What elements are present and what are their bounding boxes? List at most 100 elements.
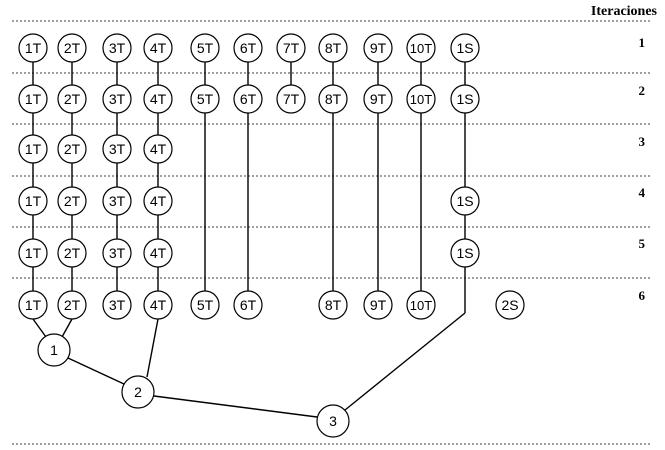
node-circle-r1-7t bbox=[276, 33, 306, 63]
node-label-r2-1s: 1S bbox=[456, 91, 473, 107]
merge-node-circle-1 bbox=[37, 333, 71, 367]
node-circle-r6-4t bbox=[143, 290, 173, 320]
node-label-r2-5t: 5T bbox=[197, 91, 214, 107]
node-circle-r4-4t bbox=[143, 186, 173, 216]
node-label-r1-8t: 8T bbox=[325, 40, 342, 56]
merge-node-label-2: 2 bbox=[134, 384, 142, 400]
node-circle-r2-6t bbox=[233, 84, 263, 114]
node-circle-r6-10t bbox=[406, 290, 436, 320]
node-label-r3-3t: 3T bbox=[109, 141, 126, 157]
node-label-r2-10t: 10T bbox=[410, 92, 432, 107]
node-label-r1-2t: 2T bbox=[64, 40, 81, 56]
node-circle-r6-2s bbox=[495, 290, 525, 320]
header-iteraciones: Iteraciones bbox=[590, 4, 657, 19]
node-circle-r6-9t bbox=[363, 290, 393, 320]
node-circle-r6-6t bbox=[233, 290, 263, 320]
node-circle-r1-8t bbox=[318, 33, 348, 63]
node-label-r5-1t: 1T bbox=[25, 245, 42, 261]
node-label-r1-7t: 7T bbox=[283, 40, 300, 56]
node-circle-r5-1s bbox=[450, 238, 480, 268]
node-label-r4-2t: 2T bbox=[64, 193, 81, 209]
row-label-6: 6 bbox=[638, 288, 646, 303]
edge-1s-to-merge-3 bbox=[344, 312, 466, 411]
node-label-r6-1t: 1T bbox=[25, 297, 42, 313]
merge-node-label-1: 1 bbox=[50, 342, 58, 358]
node-circle-r1-9t bbox=[363, 33, 393, 63]
node-label-r5-2t: 2T bbox=[64, 245, 81, 261]
node-label-r6-2s: 2S bbox=[501, 297, 518, 313]
node-label-r1-4t: 4T bbox=[150, 40, 167, 56]
row-label-2: 2 bbox=[638, 83, 646, 98]
node-circle-r2-1t bbox=[18, 84, 48, 114]
node-label-r4-3t: 3T bbox=[109, 193, 126, 209]
node-label-r1-9t: 9T bbox=[370, 40, 387, 56]
node-label-r4-1t: 1T bbox=[25, 193, 42, 209]
node-label-r1-6t: 6T bbox=[240, 40, 257, 56]
node-circle-r2-5t bbox=[190, 84, 220, 114]
node-label-r6-9t: 9T bbox=[370, 297, 387, 313]
node-circle-r6-8t bbox=[318, 290, 348, 320]
node-circle-r4-1t bbox=[18, 186, 48, 216]
node-circle-r5-3t bbox=[102, 238, 132, 268]
node-circle-r1-2t bbox=[57, 33, 87, 63]
node-label-r2-9t: 9T bbox=[370, 91, 387, 107]
node-label-r1-1s: 1S bbox=[456, 40, 473, 56]
node-circle-r6-5t bbox=[190, 290, 220, 320]
node-label-r3-2t: 2T bbox=[64, 141, 81, 157]
node-label-r6-10t: 10T bbox=[410, 298, 432, 313]
node-circle-r4-1s bbox=[450, 186, 480, 216]
node-circle-r2-10t bbox=[406, 84, 436, 114]
node-circle-r3-4t bbox=[143, 134, 173, 164]
node-label-r1-10t: 10T bbox=[410, 41, 432, 56]
node-circle-r4-3t bbox=[102, 186, 132, 216]
node-circle-r3-1t bbox=[18, 134, 48, 164]
node-label-r3-4t: 4T bbox=[150, 141, 167, 157]
node-label-r4-1s: 1S bbox=[456, 193, 473, 209]
node-circle-r5-1t bbox=[18, 238, 48, 268]
node-label-r1-5t: 5T bbox=[197, 40, 214, 56]
node-label-r6-8t: 8T bbox=[325, 297, 342, 313]
node-label-r4-4t: 4T bbox=[150, 193, 167, 209]
node-circle-r1-4t bbox=[143, 33, 173, 63]
node-label-r6-6t: 6T bbox=[240, 297, 257, 313]
node-circle-r1-6t bbox=[233, 33, 263, 63]
row-label-3: 3 bbox=[638, 134, 646, 149]
node-circle-r4-2t bbox=[57, 186, 87, 216]
merge-node-label-3: 3 bbox=[329, 413, 337, 429]
node-label-r2-4t: 4T bbox=[150, 91, 167, 107]
edge-merge-2-to-merge-3 bbox=[153, 395, 318, 418]
node-label-r6-4t: 4T bbox=[150, 297, 167, 313]
node-circle-r5-2t bbox=[57, 238, 87, 268]
node-circle-r3-3t bbox=[102, 134, 132, 164]
edge-4t-to-merge-2 bbox=[146, 318, 159, 378]
node-label-r5-3t: 3T bbox=[109, 245, 126, 261]
node-label-r3-1t: 1T bbox=[25, 141, 42, 157]
node-circle-r2-9t bbox=[363, 84, 393, 114]
node-circle-r1-1s bbox=[450, 33, 480, 63]
node-circle-r2-8t bbox=[318, 84, 348, 114]
node-circle-r6-1t bbox=[18, 290, 48, 320]
node-label-r2-2t: 2T bbox=[64, 91, 81, 107]
node-label-r6-5t: 5T bbox=[197, 297, 214, 313]
node-circle-r3-2t bbox=[57, 134, 87, 164]
node-circle-r1-10t bbox=[406, 33, 436, 63]
node-label-r2-8t: 8T bbox=[325, 91, 342, 107]
merge-node-circle-2 bbox=[121, 375, 155, 409]
edge-2t-to-merge-1 bbox=[61, 318, 73, 338]
node-circle-r6-3t bbox=[102, 290, 132, 320]
node-label-r2-7t: 7T bbox=[283, 91, 300, 107]
node-label-r2-6t: 6T bbox=[240, 91, 257, 107]
node-circle-r2-3t bbox=[102, 84, 132, 114]
node-label-r2-1t: 1T bbox=[25, 91, 42, 107]
node-circle-r2-1s bbox=[450, 84, 480, 114]
node-label-r5-4t: 4T bbox=[150, 245, 167, 261]
merge-node-circle-3 bbox=[316, 404, 350, 438]
node-circle-r5-4t bbox=[143, 238, 173, 268]
edge-merge-1-to-merge-2 bbox=[67, 357, 125, 385]
edge-1t-to-merge-1 bbox=[32, 318, 47, 338]
node-circle-r1-5t bbox=[190, 33, 220, 63]
row-label-5: 5 bbox=[638, 236, 646, 251]
node-circle-r1-3t bbox=[102, 33, 132, 63]
node-label-r2-3t: 3T bbox=[109, 91, 126, 107]
